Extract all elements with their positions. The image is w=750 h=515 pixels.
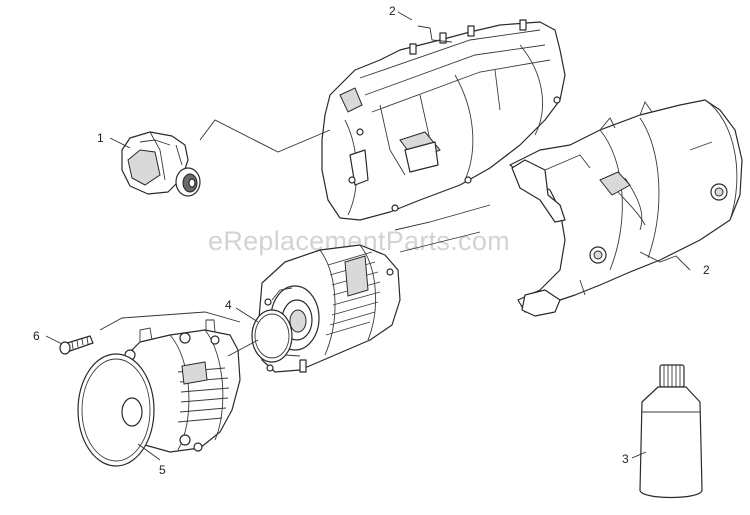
housing-half-right [509, 99, 743, 317]
housing-half-top [321, 19, 566, 221]
callout-labels: 1 2 2 3 4 5 6 [33, 4, 710, 477]
callout-1: 1 [97, 131, 104, 145]
oil-bottle [639, 364, 703, 499]
motor-assembly [251, 244, 401, 373]
callout-3: 3 [622, 452, 629, 466]
callout-2-right: 2 [703, 263, 710, 277]
callout-6: 6 [33, 329, 40, 343]
pump-head-assembly [77, 319, 241, 467]
callout-2-top: 2 [389, 4, 396, 18]
callout-5: 5 [159, 463, 166, 477]
leader-lines [45, 11, 691, 461]
switch-assembly [121, 131, 201, 197]
callout-4: 4 [225, 298, 232, 312]
screw [59, 335, 94, 355]
